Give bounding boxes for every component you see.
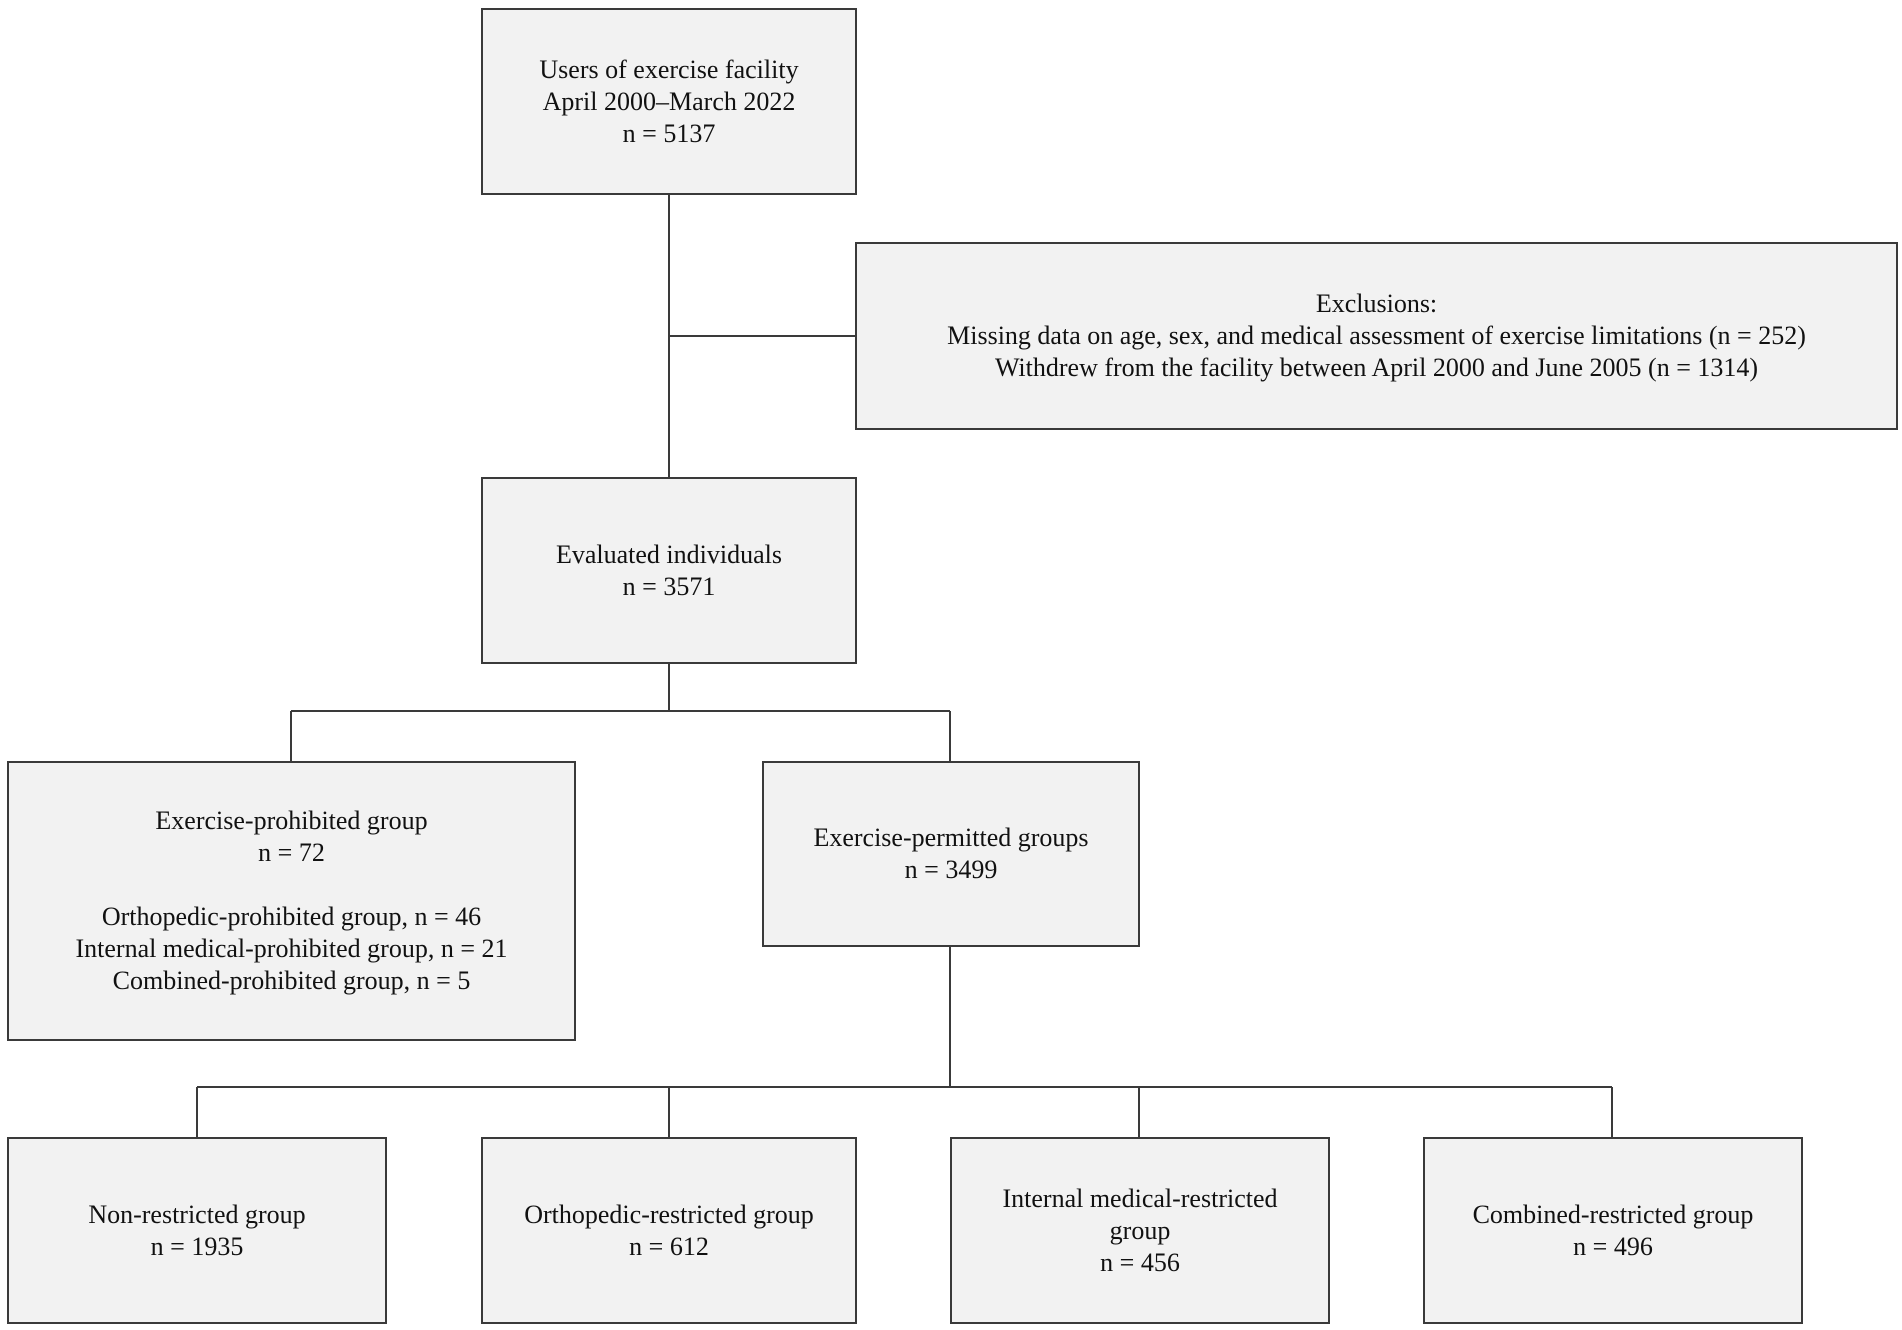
internal-restricted-count: n = 456 xyxy=(1100,1247,1180,1277)
combined-restricted-box: Combined-restricted group n = 496 xyxy=(1423,1137,1803,1324)
permitted-box: Exercise-permitted groups n = 3499 xyxy=(762,761,1140,947)
exclusions-title: Exclusions: xyxy=(1315,289,1438,318)
orthopedic-prohibited: Orthopedic-prohibited group, n = 46 xyxy=(101,902,482,931)
internal-prohibited: Internal medical-prohibited group, n = 2… xyxy=(75,934,508,963)
users-count: n = 5137 xyxy=(622,118,716,148)
nonrestricted-count: n = 1935 xyxy=(150,1231,244,1261)
prohibited-label: Exercise-prohibited group xyxy=(155,806,428,835)
evaluated-count: n = 3571 xyxy=(622,571,716,601)
orthopedic-restricted-count: n = 612 xyxy=(629,1231,709,1261)
evaluated-label: Evaluated individuals xyxy=(555,539,782,569)
exclusion-withdrew: Withdrew from the facility between April… xyxy=(994,353,1759,382)
prohibited-count: n = 72 xyxy=(258,838,325,867)
exclusions-box: Exclusions: Missing data on age, sex, an… xyxy=(855,242,1898,430)
evaluated-box: Evaluated individuals n = 3571 xyxy=(481,477,857,664)
orthopedic-restricted-box: Orthopedic-restricted group n = 612 xyxy=(481,1137,857,1324)
users-period: April 2000–March 2022 xyxy=(542,86,796,116)
internal-restricted-box: Internal medical-restricted group n = 45… xyxy=(950,1137,1330,1324)
permitted-label: Exercise-permitted groups xyxy=(813,823,1089,852)
orthopedic-restricted-label: Orthopedic-restricted group xyxy=(524,1199,814,1229)
nonrestricted-box: Non-restricted group n = 1935 xyxy=(7,1137,387,1324)
combined-restricted-label: Combined-restricted group xyxy=(1472,1199,1754,1229)
users-title: Users of exercise facility xyxy=(539,54,799,84)
users-box: Users of exercise facility April 2000–Ma… xyxy=(481,8,857,195)
exclusion-missing-data: Missing data on age, sex, and medical as… xyxy=(947,321,1806,350)
nonrestricted-label: Non-restricted group xyxy=(88,1199,306,1229)
combined-prohibited: Combined-prohibited group, n = 5 xyxy=(112,966,471,995)
permitted-count: n = 3499 xyxy=(904,855,998,884)
combined-restricted-count: n = 496 xyxy=(1573,1231,1653,1261)
internal-restricted-label-line1: Internal medical-restricted xyxy=(1002,1183,1278,1213)
prohibited-box: Exercise-prohibited group n = 72 Orthope… xyxy=(7,761,576,1041)
internal-restricted-label-line2: group xyxy=(1109,1215,1171,1245)
